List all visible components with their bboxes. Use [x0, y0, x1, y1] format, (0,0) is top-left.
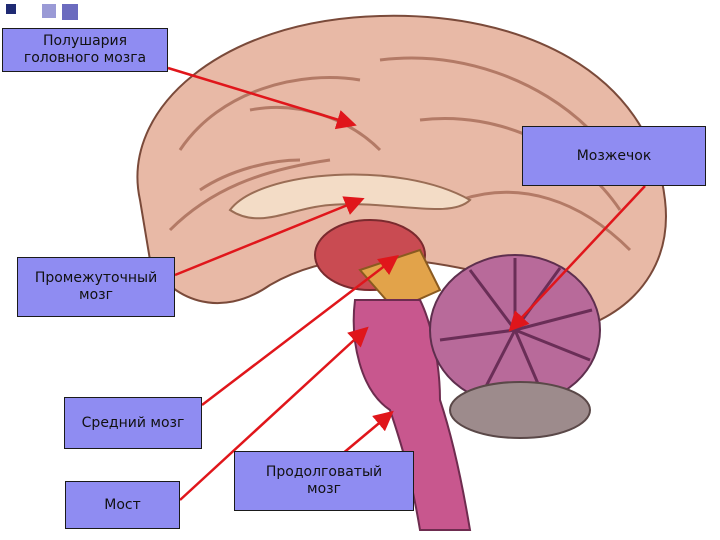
label-pons: Мост [65, 481, 180, 529]
label-cerebellum: Мозжечок [522, 126, 706, 186]
arrow-diencephalon [175, 200, 360, 275]
arrow-midbrain [202, 258, 395, 405]
label-midbrain: Средний мозг [64, 397, 202, 449]
label-diencephalon: Промежуточный мозг [17, 257, 175, 317]
arrow-cerebellum [512, 186, 645, 328]
label-medulla: Продолговатый мозг [234, 451, 414, 511]
arrow-hemispheres [168, 68, 352, 124]
label-hemispheres: Полушария головного мозга [2, 28, 168, 72]
